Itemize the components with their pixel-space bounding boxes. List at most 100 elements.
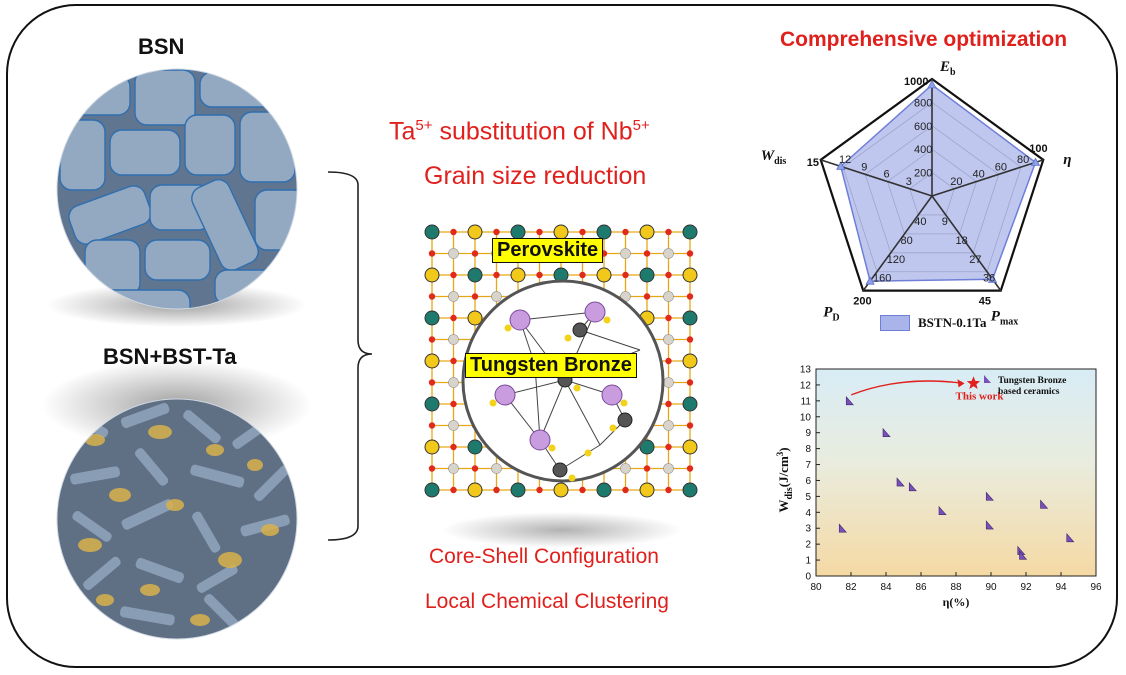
x-tick-label: 86 — [915, 582, 927, 593]
radar-value-marker — [987, 274, 998, 283]
oxygen-atom — [428, 465, 436, 472]
scatter-point — [896, 477, 905, 487]
oxygen-atom — [504, 324, 512, 332]
oxygen-atom — [665, 486, 672, 494]
scatter-point — [938, 505, 947, 516]
radar-max-label: 1000 — [904, 76, 928, 88]
y-tick-label: 6 — [805, 476, 811, 487]
oxygen-atom — [686, 336, 694, 343]
radar-axis-name: η — [1063, 152, 1071, 168]
a-site-atom — [682, 353, 698, 369]
oxygen-atom — [665, 400, 672, 408]
b-site-atom — [448, 248, 459, 259]
nb-atom — [572, 322, 588, 338]
x-tick-label: 94 — [1055, 582, 1067, 593]
oxygen-atom — [428, 379, 436, 386]
oxygen-atom — [643, 465, 651, 472]
b-site-atom — [620, 248, 631, 259]
radar-axis-name: Eb — [939, 59, 956, 78]
y-tick-label: 9 — [805, 428, 811, 439]
a-site-atom — [596, 482, 612, 498]
nb-charge: 5+ — [632, 117, 650, 134]
legend-marker — [984, 375, 991, 383]
plot-area — [815, 368, 1097, 577]
radar-value-polygon — [839, 83, 1037, 282]
oxygen-atom — [493, 271, 500, 279]
oxygen-atom — [686, 465, 694, 472]
oxygen-atom — [665, 314, 672, 322]
ba-atom — [509, 309, 531, 331]
bsn-bst-ta-sem-image — [57, 399, 297, 639]
oxygen-atom — [428, 422, 436, 429]
oxygen-atom — [584, 449, 592, 457]
y-tick-label: 12 — [800, 380, 812, 391]
y-tick-label: 2 — [805, 540, 811, 551]
annotation-arrow — [850, 380, 964, 396]
tungsten-bronze-label: Tungsten Bronze — [465, 353, 637, 378]
radar-tick-label: 6 — [883, 169, 889, 181]
a-site-atom — [639, 224, 655, 240]
this-work-star — [966, 376, 981, 389]
radar-legend: BSTN-0.1Ta — [880, 314, 987, 332]
radar-tick-label: 40 — [914, 216, 926, 228]
oxygen-atom — [665, 357, 672, 365]
oxygen-atom — [622, 486, 629, 494]
y-tick-label: 3 — [805, 524, 811, 535]
oxygen-atom — [471, 465, 479, 472]
radar-value-marker — [927, 80, 937, 89]
core-shell-text: Core-Shell Configuration — [429, 545, 659, 568]
oxygen-atom — [450, 271, 457, 279]
y-tick-label: 13 — [800, 365, 812, 376]
y-axis-label: Wdis(J/cm3) — [775, 447, 795, 512]
a-site-atom — [467, 267, 483, 283]
annotation-arrowhead — [957, 379, 965, 388]
scatter-point — [882, 427, 891, 437]
y-tick-label: 11 — [801, 396, 812, 407]
b-site-atom — [491, 463, 502, 474]
b-site-atom — [448, 377, 459, 388]
oxygen-atom — [643, 250, 651, 257]
a-site-atom — [682, 396, 698, 412]
oxygen-atom — [428, 336, 436, 343]
tb-bond — [519, 311, 596, 321]
radar-axis-line — [862, 195, 933, 292]
radar-tick-label: 80 — [1017, 154, 1029, 166]
a-site-atom — [553, 482, 569, 498]
a-site-atom — [682, 267, 698, 283]
tb-bond — [539, 379, 566, 441]
b-site-atom — [663, 291, 674, 302]
oxygen-atom — [450, 486, 457, 494]
y-tick-label: 4 — [805, 508, 811, 519]
oxygen-atom — [536, 486, 543, 494]
this-work-label: This work — [956, 390, 1005, 402]
scatter-point — [845, 396, 854, 406]
a-site-atom — [639, 482, 655, 498]
radar-max-label: 100 — [1029, 143, 1047, 155]
oxygen-atom — [609, 424, 617, 432]
legend-line-2: based ceramics — [998, 387, 1060, 397]
scatter-point — [985, 520, 994, 530]
oxygen-atom — [428, 293, 436, 300]
a-site-atom — [424, 439, 440, 455]
a-site-atom — [682, 310, 698, 326]
radar-legend-swatch — [880, 315, 910, 331]
oxygen-atom — [450, 228, 457, 236]
y-tick-label: 0 — [805, 572, 811, 583]
radar-tick-label: 18 — [956, 235, 968, 247]
x-axis-label: η(%) — [943, 595, 970, 609]
a-site-atom — [424, 353, 440, 369]
oxygen-atom — [493, 486, 500, 494]
oxygen-atom — [536, 228, 543, 236]
ba-atom — [529, 429, 551, 451]
perovskite-label: Perovskite — [492, 238, 604, 263]
radar-tick-label: 200 — [914, 168, 932, 180]
oxygen-atom — [450, 314, 457, 322]
radar-legend-label: BSTN-0.1Ta — [918, 315, 987, 330]
grain-size-text: Grain size reduction — [424, 162, 647, 190]
x-tick-label: 96 — [1090, 582, 1102, 593]
radar-tick-label: 160 — [873, 273, 891, 285]
x-tick-label: 80 — [810, 582, 822, 593]
b-site-atom — [448, 291, 459, 302]
scatter-point — [1019, 550, 1028, 560]
a-site-atom — [467, 482, 483, 498]
